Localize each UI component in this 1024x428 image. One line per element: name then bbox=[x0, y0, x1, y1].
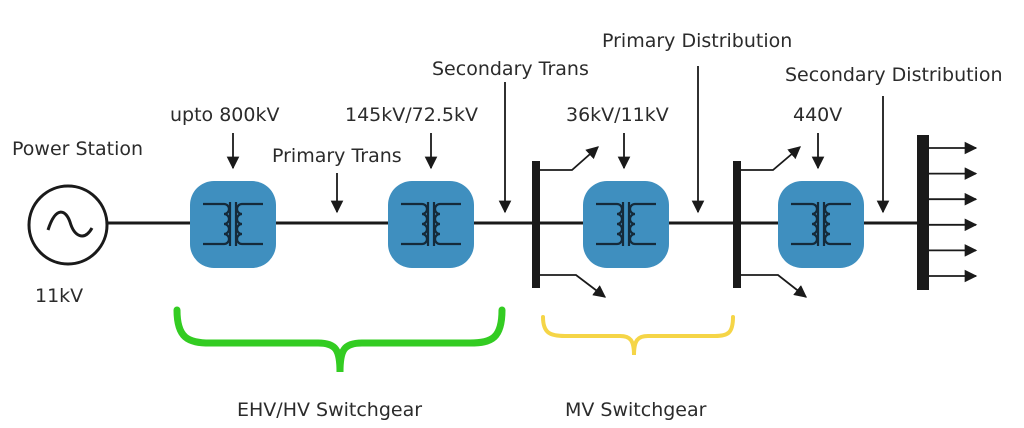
generator-voltage-label: 11kV bbox=[35, 285, 83, 307]
busbar bbox=[532, 161, 540, 288]
mv-brace bbox=[541, 315, 735, 356]
switch-branch-down bbox=[540, 274, 607, 298]
switch-branch-up bbox=[540, 146, 599, 171]
busbar-2 bbox=[733, 146, 807, 298]
sine-wave-icon bbox=[46, 210, 94, 238]
transformer-t3 bbox=[583, 181, 669, 268]
primary-distribution-label: Primary Distribution bbox=[602, 30, 792, 52]
busbar bbox=[733, 161, 741, 288]
ehv-hv-brace bbox=[173, 306, 506, 373]
mv-switchgear-label: MV Switchgear bbox=[565, 399, 707, 421]
distribution-busbar bbox=[917, 135, 978, 290]
transformer-icon bbox=[190, 181, 276, 268]
transformer-t4 bbox=[778, 181, 864, 268]
busbar bbox=[917, 135, 929, 290]
switch-branch-up bbox=[741, 146, 801, 171]
transformer-icon bbox=[778, 181, 864, 268]
secondary-distribution-label: Secondary Distribution bbox=[785, 64, 1003, 86]
power-station: Power Station 11kV bbox=[12, 138, 143, 307]
power-station-label: Power Station bbox=[12, 138, 143, 160]
t4-voltage-label: 440V bbox=[793, 104, 842, 126]
t3-voltage-label: 36kV/11kV bbox=[566, 104, 669, 126]
transformer-icon bbox=[583, 181, 669, 268]
t2-voltage-label: 145kV/72.5kV bbox=[345, 104, 478, 126]
t1-voltage-label: upto 800kV bbox=[170, 104, 279, 126]
transformer-t2 bbox=[388, 181, 474, 268]
switch-branch-down bbox=[741, 274, 807, 298]
busbar-1 bbox=[532, 146, 607, 298]
primary-trans-label: Primary Trans bbox=[272, 145, 402, 167]
output-feeders bbox=[929, 141, 978, 283]
ac-generator-icon bbox=[27, 184, 109, 266]
transformer-icon bbox=[388, 181, 474, 268]
transformer-t1 bbox=[190, 181, 276, 268]
secondary-trans-label: Secondary Trans bbox=[432, 58, 589, 80]
ehv-hv-switchgear-label: EHV/HV Switchgear bbox=[237, 399, 422, 421]
